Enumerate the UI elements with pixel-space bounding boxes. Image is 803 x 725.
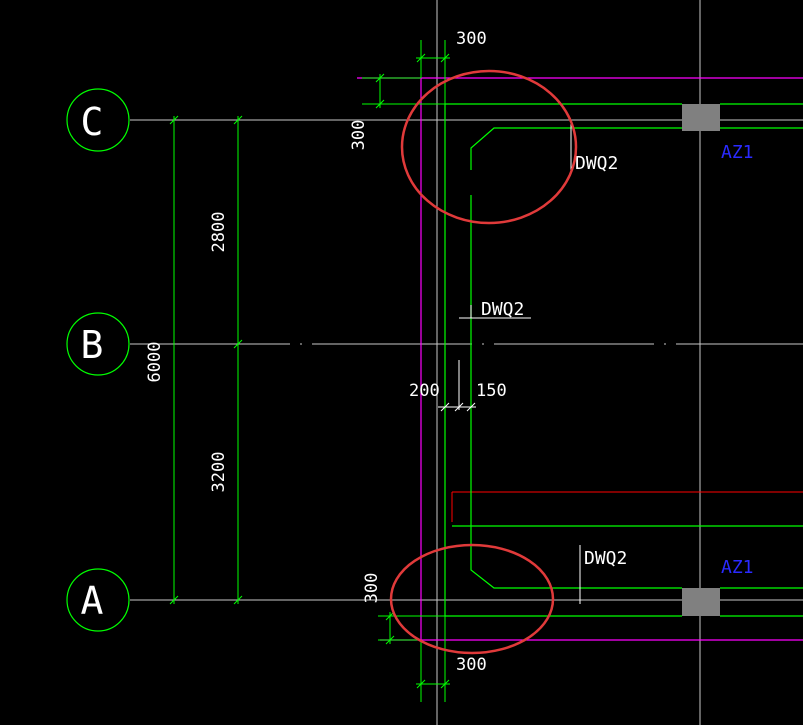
axis-label-c: C [81,100,104,144]
axis-label-a: A [81,579,104,623]
column-az1-top[interactable] [682,104,720,131]
dim-bottom-h-tick-left [416,679,426,689]
wall-dim-text-left: 200 [409,381,440,401]
dim-tick-partial-bottom [233,595,243,605]
column-label-top: AZ1 [721,142,754,163]
dim-top-v-tick-top [375,73,385,83]
column-labels: AZ1 AZ1 [721,142,754,578]
wall-inner-bottom [470,566,682,589]
property-boundary [357,77,803,641]
wall-thickness-texts: 200 150 [409,381,507,401]
dim-text-top-h: 300 [456,29,487,49]
columns [682,104,720,616]
wall-label-top: DWQ2 [575,153,618,174]
dim-text-bottom-h: 300 [456,655,487,675]
offset-dimension-texts: 300 300 300 300 [349,29,487,675]
axis-bubble-a[interactable] [66,568,130,632]
wall-labels: DWQ2 DWQ2 DWQ2 [481,153,627,569]
dim-tick-total-bottom [169,595,179,605]
highlight-circle-bottom[interactable] [389,543,555,655]
highlight-annotations [389,69,578,655]
column-az1-bottom[interactable] [682,588,720,616]
left-dimension-chains [169,115,243,605]
dim-top-h-tick-right [440,53,450,63]
dim-top-h-tick-left [416,53,426,63]
wall-label-leaders [459,120,581,604]
wall-dim-tick-right [466,402,476,412]
red-reference-lines [451,491,803,522]
dim-tick-partial-top [233,115,243,125]
axis-labels: C B A [81,100,104,623]
column-label-bottom: AZ1 [721,557,754,578]
dim-tick-partial-mid [233,339,243,349]
wall-dim-tick-left [440,402,450,412]
wall-dim-text-right: 150 [476,381,507,401]
left-dimension-texts: 6000 2800 3200 [145,212,229,493]
dim-text-bottom-v: 300 [362,573,382,604]
axis-bubble-b[interactable] [66,312,130,376]
highlight-circle-top[interactable] [400,69,578,225]
axis-bubble-c[interactable] [66,88,130,152]
wall-inner-top [470,127,682,170]
wall-thickness-dimension [438,360,476,412]
dim-text-lower: 3200 [209,452,229,493]
dim-text-total: 6000 [145,342,165,383]
wall-label-mid: DWQ2 [481,299,524,320]
axis-label-b: B [81,323,104,367]
wall-lines [444,103,803,617]
dim-bottom-v-tick-bottom [385,635,395,645]
axis-bubbles [66,88,130,632]
dim-text-upper: 2800 [209,212,229,253]
dim-tick-total-top [169,115,179,125]
dim-text-top-v: 300 [349,120,369,151]
dim-bottom-h-tick-right [440,679,450,689]
dim-top-v-tick-bottom [375,99,385,109]
wall-label-bottom: DWQ2 [584,548,627,569]
wall-dim-tick-mid [454,402,464,412]
